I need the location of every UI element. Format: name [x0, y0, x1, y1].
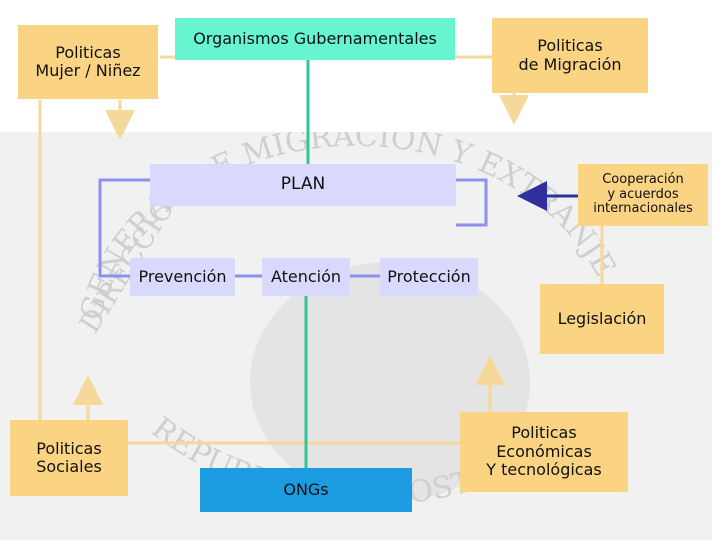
politicas-economicas-box: Politicas Económicas Y tecnológicas — [460, 412, 628, 492]
prevencion-box: Prevención — [130, 258, 235, 296]
link-plan-prevencion — [98, 178, 150, 278]
link-plan-right — [456, 178, 488, 227]
atencion-box: Atención — [262, 258, 350, 296]
politicas-sociales-box: Politicas Sociales — [10, 420, 128, 496]
politicas-migracion-box: Politicas de Migración — [492, 18, 648, 93]
proteccion-box: Protección — [380, 258, 478, 296]
cooperacion-box: Cooperación y acuerdos internacionales — [578, 164, 708, 226]
legislacion-box: Legislación — [540, 284, 664, 354]
politicas-mujer-ninez-box: Politicas Mujer / Niñez — [18, 25, 158, 99]
ongs-box: ONGs — [200, 468, 412, 512]
organismos-gubernamentales-box: Organismos Gubernamentales — [175, 18, 455, 60]
plan-box: PLAN — [150, 164, 456, 206]
